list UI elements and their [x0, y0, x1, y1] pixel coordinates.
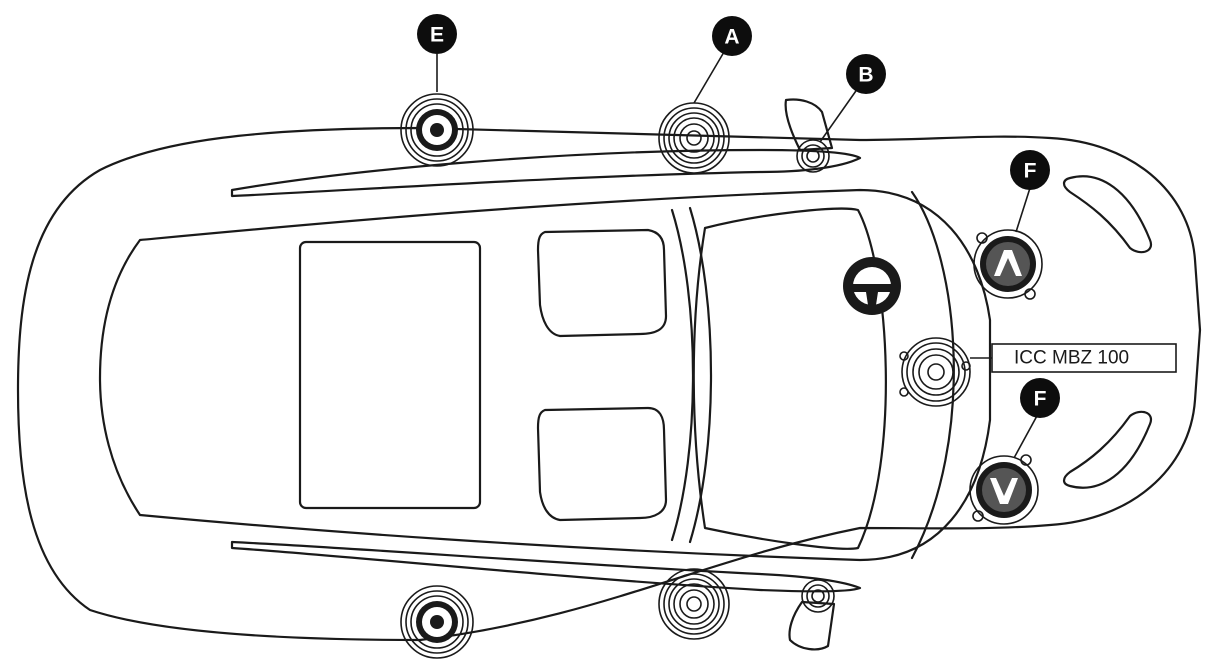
badge-F-top-text: F	[1024, 160, 1037, 183]
badge-F-bottom: F	[1020, 378, 1060, 418]
tweeter-top-icon	[796, 139, 830, 173]
rear-speaker-bottom-icon	[400, 585, 474, 659]
badge-A-text: A	[724, 26, 739, 49]
badge-F-top: F	[1010, 150, 1050, 190]
rear-speaker-top-icon	[400, 93, 474, 167]
badge-E-text: E	[430, 24, 444, 47]
model-label-text: ICC MBZ 100	[1014, 348, 1129, 369]
front-speaker-top-icon	[973, 229, 1043, 300]
badge-B: B	[846, 54, 886, 94]
badge-F-bottom-text: F	[1034, 388, 1047, 411]
model-label: ICC MBZ 100	[991, 343, 1177, 373]
car-body	[16, 98, 1202, 651]
center-dash-speaker-icon	[899, 337, 971, 407]
badge-E: E	[417, 14, 457, 54]
steering-wheel-icon	[843, 257, 901, 315]
door-speaker-bottom-icon	[658, 568, 730, 640]
badge-A: A	[712, 16, 752, 56]
badge-B-text: B	[858, 64, 873, 87]
door-speaker-top-icon	[658, 102, 730, 174]
front-speaker-bottom-icon	[969, 454, 1039, 525]
leader-lines	[436, 51, 1039, 459]
tweeter-bottom-icon	[801, 579, 835, 613]
